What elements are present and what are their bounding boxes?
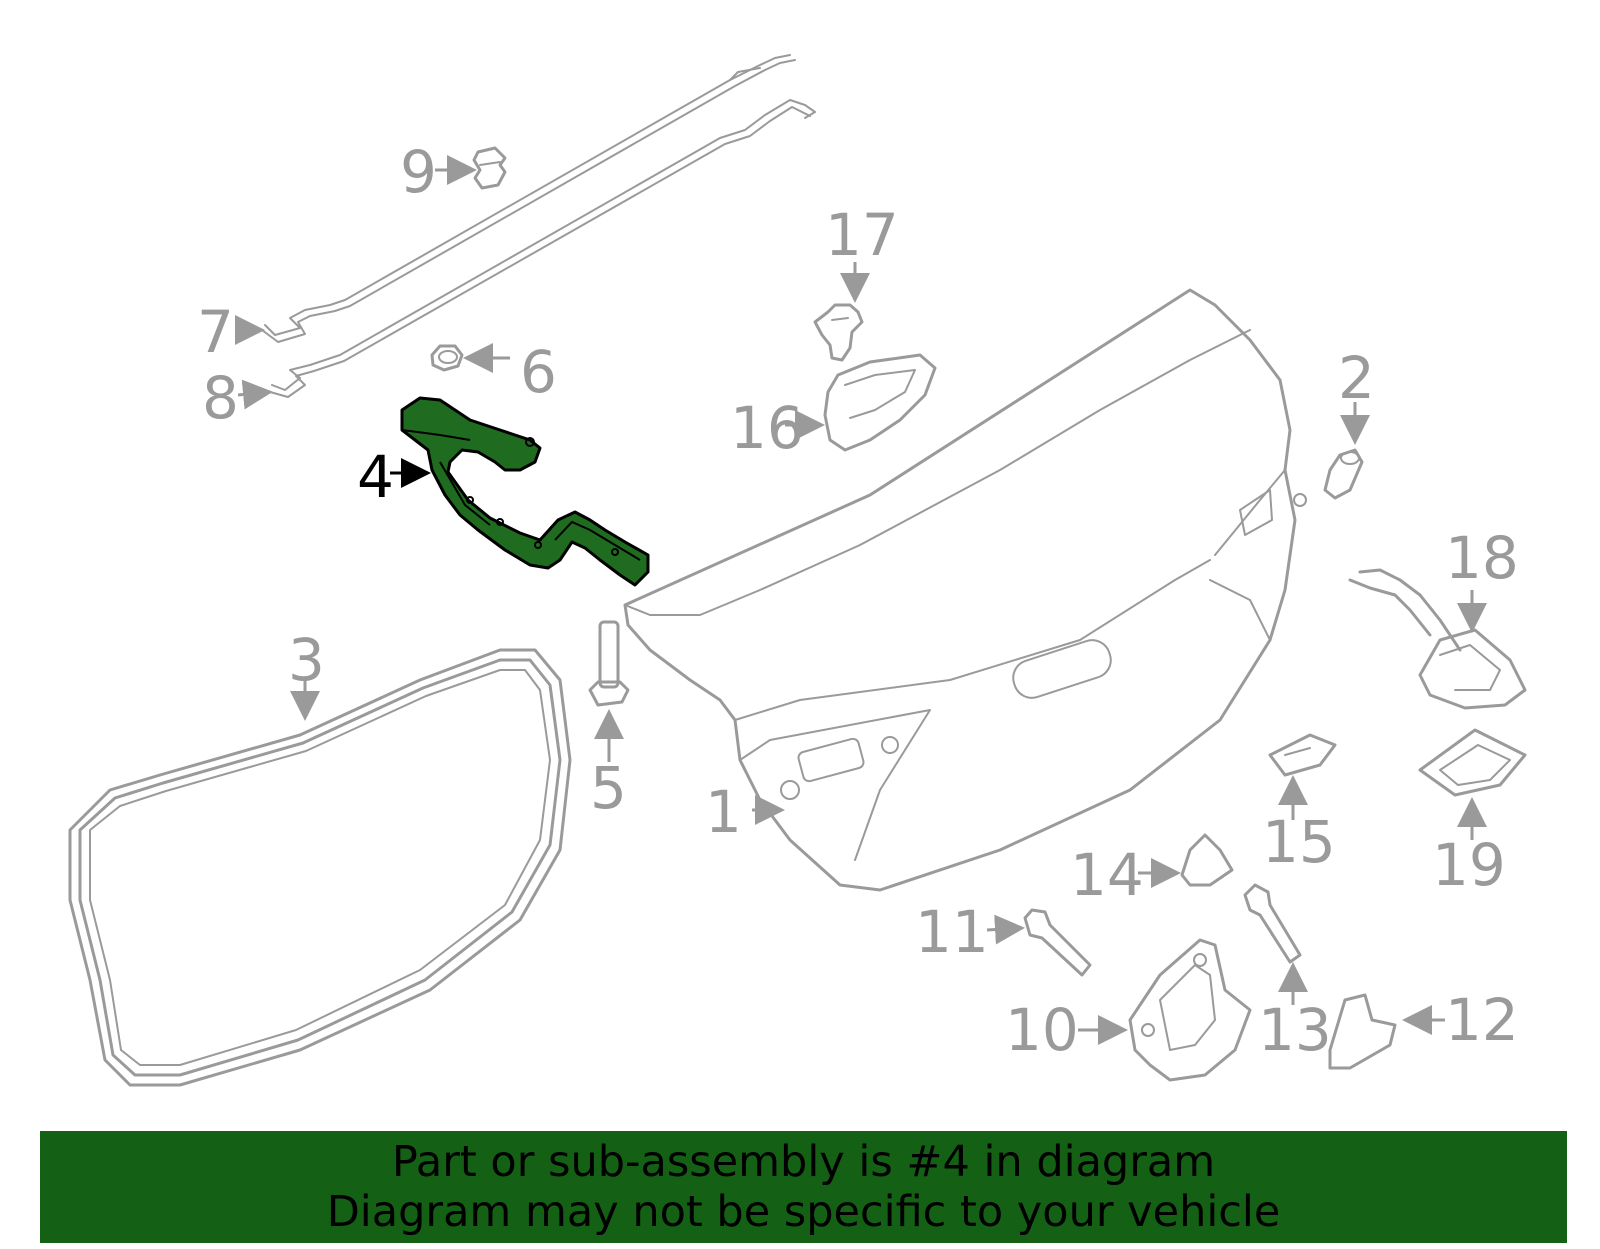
banner-line-disclaimer: Diagram may not be specific to your vehi… [326, 1187, 1281, 1237]
callout-7: 7 [197, 298, 234, 366]
switch-15 [1268, 733, 1337, 777]
callout-18: 18 [1445, 524, 1519, 592]
callout-6: 6 [520, 338, 557, 406]
banner-line-part: Part or sub-assembly is #4 in diagram [391, 1137, 1216, 1187]
callout-12: 12 [1445, 986, 1519, 1054]
trunk-rod-8 [269, 99, 816, 398]
bolt-5 [588, 620, 630, 707]
leader-8 [237, 379, 273, 410]
weatherstrip-3 [68, 648, 572, 1087]
leader-11 [986, 914, 1025, 945]
callout-19: 19 [1432, 831, 1506, 899]
socket-17 [813, 303, 864, 362]
callout-11: 11 [915, 898, 989, 966]
parts-diagram: 7 8 9 6 4 17 16 2 3 5 1 18 19 15 14 11 1… [68, 54, 1527, 1087]
trunk-hinge-4 [400, 396, 650, 587]
latch-10 [1128, 938, 1252, 1082]
trunk-lid-1 [623, 288, 1307, 892]
callout-8: 8 [202, 364, 239, 432]
callout-17: 17 [825, 201, 899, 269]
cover-19 [1418, 728, 1527, 797]
callout-9: 9 [400, 138, 437, 206]
nut-6 [430, 344, 464, 372]
callout-2: 2 [1338, 344, 1375, 412]
callout-16: 16 [730, 394, 804, 462]
callout-5: 5 [590, 754, 627, 822]
bolt-11 [1023, 908, 1092, 977]
clip-14 [1180, 833, 1234, 887]
callout-14: 14 [1070, 841, 1144, 909]
callout-3: 3 [288, 626, 325, 694]
striker-12 [1328, 993, 1397, 1070]
bumper-2 [1323, 448, 1364, 500]
callout-1: 1 [705, 778, 742, 846]
callout-15: 15 [1262, 808, 1336, 876]
lamp-housing-16 [823, 353, 937, 452]
callout-13: 13 [1258, 996, 1332, 1064]
clip-9 [472, 146, 507, 190]
info-banner: Part or sub-assembly is #4 in diagram Di… [40, 1131, 1567, 1243]
trunk-rod-7 [261, 54, 796, 343]
release-cable-18 [1348, 568, 1527, 710]
callout-4: 4 [357, 443, 394, 511]
callout-10: 10 [1005, 996, 1079, 1064]
bolt-13 [1243, 883, 1302, 964]
